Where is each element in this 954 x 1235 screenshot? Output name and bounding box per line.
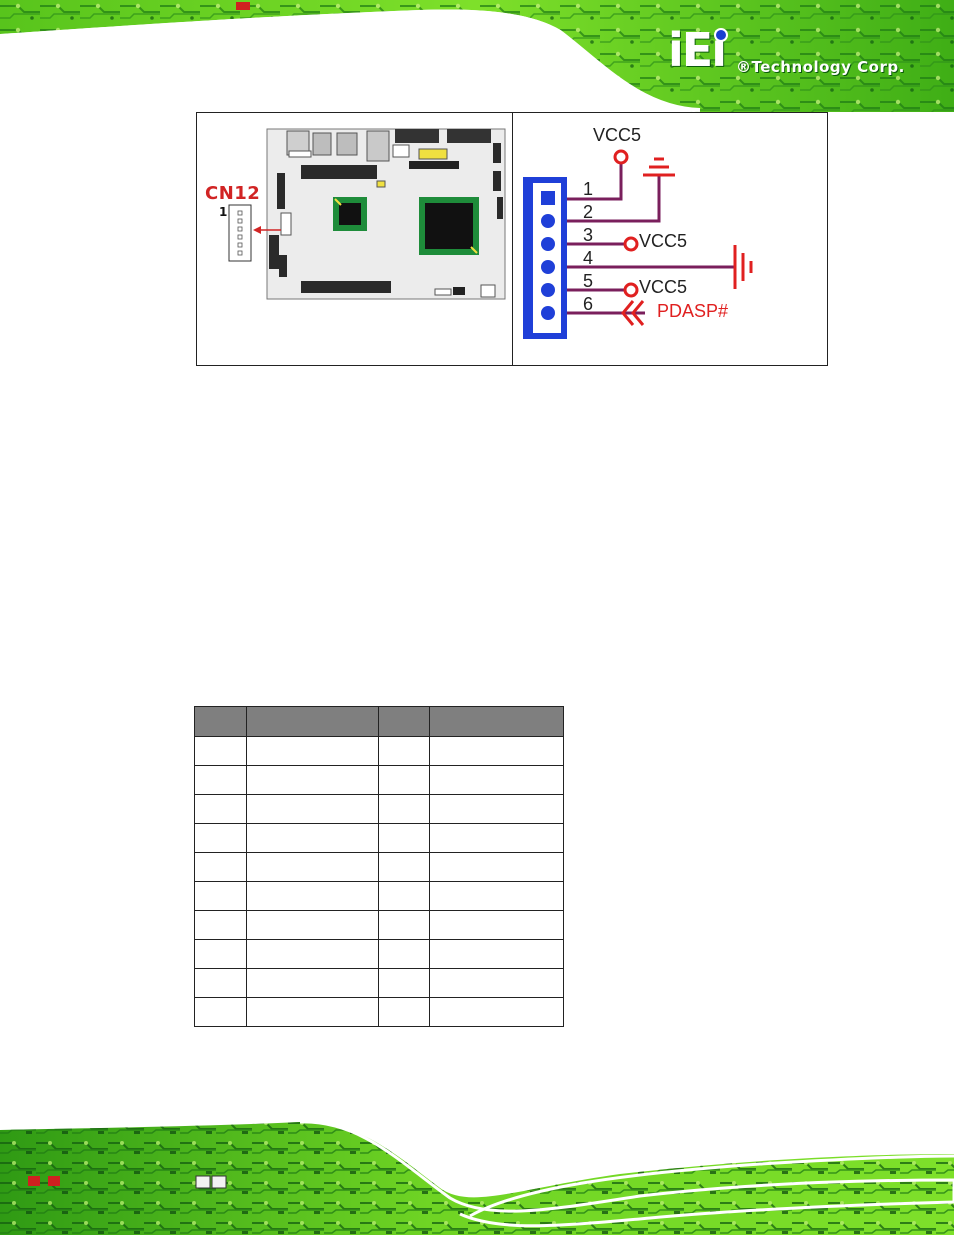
header-pin-no-1: [194, 706, 247, 737]
pin-number-3: 3: [583, 225, 594, 245]
table-cell: [246, 997, 379, 1027]
table-cell: [378, 968, 430, 998]
table-cell: [246, 968, 379, 998]
header-description-2: [429, 706, 564, 737]
table-cell: [378, 794, 430, 824]
vcc5-pin3-label: VCC5: [639, 231, 688, 251]
table-cell: [194, 910, 247, 940]
vcc5-pin5-label: VCC5: [639, 277, 688, 297]
vcc5-top-label: VCC5: [593, 125, 642, 145]
table-cell: [246, 910, 379, 940]
table-cell: [194, 736, 247, 766]
header-pin-no-2: [378, 706, 430, 737]
table-cell: [378, 823, 430, 853]
page-footer-banner: [0, 1118, 954, 1235]
table-row: [194, 852, 564, 882]
connector-location-figure: CN12 1: [196, 112, 828, 366]
table-cell: [194, 997, 247, 1027]
pin-number-4: 4: [583, 248, 594, 268]
table-cell: [429, 823, 564, 853]
table-cell: [378, 939, 430, 969]
figure-divider: [512, 113, 513, 365]
motherboard-illustration: [228, 128, 506, 300]
table-cell: [194, 852, 247, 882]
circuit-board-banner-graphic: [0, 0, 954, 112]
table-cell: [378, 765, 430, 795]
table-row: [194, 968, 564, 998]
page-header-banner: iEi ®Technology Corp.: [0, 0, 954, 112]
table-cell: [246, 881, 379, 911]
pinout-schematic-diagram: [523, 149, 753, 339]
table-cell: [246, 765, 379, 795]
circuit-board-footer-graphic: [0, 1118, 954, 1235]
pin1-label: 1: [219, 205, 228, 219]
table-cell: [246, 852, 379, 882]
pinout-schematic-panel: VCC5 1 2 3 VCC5 4 5 VCC5 6 PDASP#: [513, 113, 827, 365]
table-cell: [246, 736, 379, 766]
table-cell: [194, 823, 247, 853]
iei-logo: iEi ®Technology Corp.: [664, 26, 924, 82]
table-row: [194, 794, 564, 824]
table-cell: [429, 968, 564, 998]
table-cell: [429, 765, 564, 795]
table-cell: [194, 881, 247, 911]
table-row: [194, 910, 564, 940]
pin-number-2: 2: [583, 202, 594, 222]
table-cell: [378, 997, 430, 1027]
logo-dot-icon: [714, 28, 728, 42]
iei-company-name: ®Technology Corp.: [736, 58, 905, 76]
table-row: [194, 881, 564, 911]
table-cell: [194, 939, 247, 969]
table-cell: [378, 736, 430, 766]
table-cell: [378, 852, 430, 882]
table-cell: [429, 736, 564, 766]
table-cell: [429, 794, 564, 824]
table-row: [194, 736, 564, 766]
pin-number-1: 1: [583, 179, 594, 199]
table-cell: [194, 765, 247, 795]
pdasp-signal-label: PDASP#: [657, 301, 729, 321]
table-cell: [194, 794, 247, 824]
table-row: [194, 765, 564, 795]
table-row: [194, 997, 564, 1027]
pinout-table: [194, 706, 564, 1027]
table-cell: [429, 910, 564, 940]
pin-number-6: 6: [583, 294, 594, 314]
table-header-row: [194, 706, 564, 737]
table-cell: [429, 997, 564, 1027]
table-cell: [246, 823, 379, 853]
board-layout-panel: CN12 1: [197, 113, 512, 365]
table-cell: [429, 881, 564, 911]
pin-number-5: 5: [583, 271, 594, 291]
table-row: [194, 823, 564, 853]
table-row: [194, 939, 564, 969]
table-cell: [246, 794, 379, 824]
table-cell: [429, 852, 564, 882]
connector-label: CN12: [205, 183, 261, 204]
header-description-1: [246, 706, 379, 737]
table-cell: [246, 939, 379, 969]
table-cell: [378, 910, 430, 940]
table-cell: [194, 968, 247, 998]
table-cell: [378, 881, 430, 911]
table-cell: [429, 939, 564, 969]
